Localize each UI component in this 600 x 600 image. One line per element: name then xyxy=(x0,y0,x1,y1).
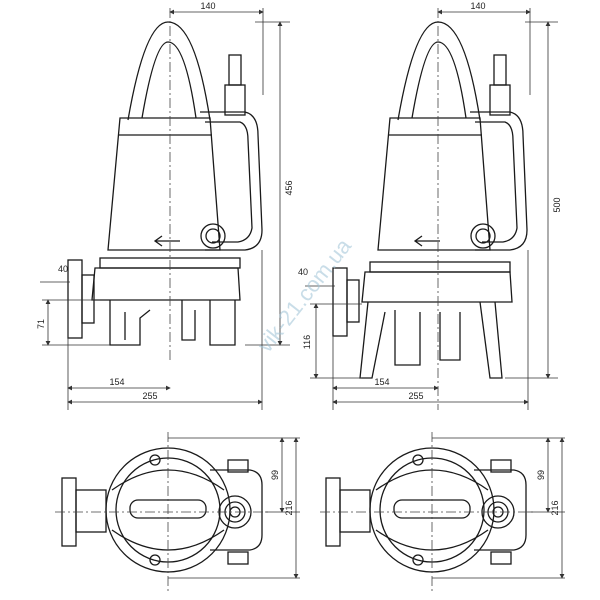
dim-full-right: 216 xyxy=(550,500,560,515)
dimensions-top-left xyxy=(168,437,300,579)
dim-half-left: 99 xyxy=(270,470,280,480)
dimensions-front-left xyxy=(40,8,290,410)
dim-height-right: 500 xyxy=(552,197,562,212)
dim-outlet-x-left: 154 xyxy=(109,377,124,387)
dim-width-right: 255 xyxy=(408,391,423,401)
pump-front-view-right xyxy=(332,21,528,379)
dim-outlet-x-right: 154 xyxy=(374,377,389,387)
dimensions-top-right xyxy=(432,437,565,579)
dim-top-width-right: 140 xyxy=(470,1,485,11)
dimensions-front-right xyxy=(305,8,558,410)
dim-top-width-left: 140 xyxy=(200,1,215,11)
pump-top-view-right xyxy=(325,447,527,573)
dim-flange-left: 40 xyxy=(58,264,68,274)
dim-height-left: 456 xyxy=(284,180,294,195)
dim-full-left: 216 xyxy=(284,500,294,515)
dim-flange-right: 40 xyxy=(298,267,308,277)
pump-top-view-left xyxy=(61,447,263,573)
dim-half-right: 99 xyxy=(536,470,546,480)
dim-outlet-height-right: 116 xyxy=(302,335,312,349)
dim-width-left: 255 xyxy=(142,391,157,401)
pump-front-view-left xyxy=(67,21,263,346)
dim-outlet-height-left: 71 xyxy=(36,319,46,329)
